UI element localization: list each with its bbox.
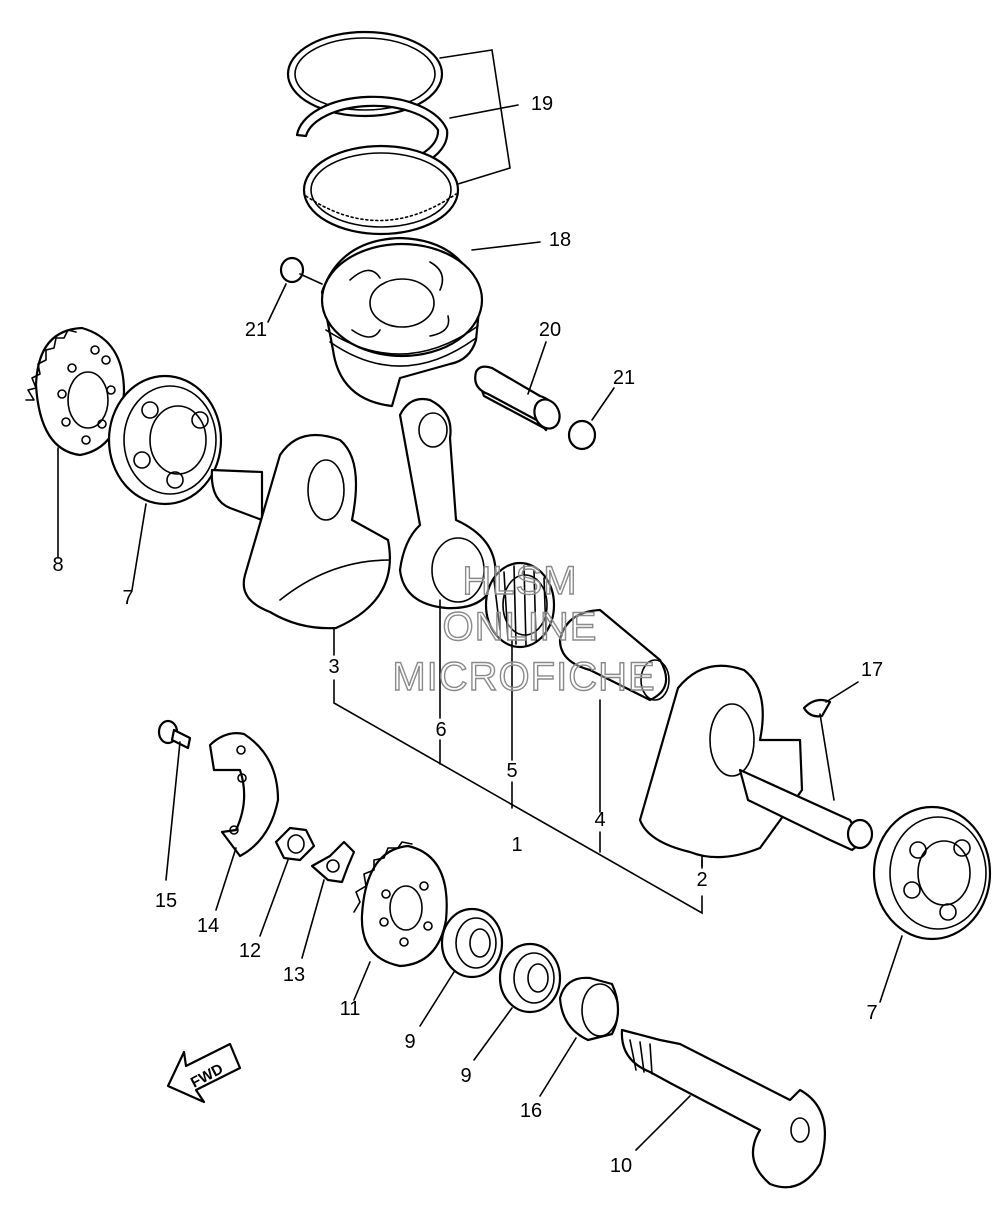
callout-10: 10: [610, 1155, 632, 1177]
circlip-right: [567, 419, 597, 451]
needle-bearing-16: [558, 976, 620, 1042]
watermark-line-2: ONLINE: [443, 605, 598, 649]
crank-pin: [558, 608, 670, 702]
watermark-line-1: HLSM: [462, 559, 577, 603]
callout-20: 20: [539, 319, 561, 341]
callout-7: 7: [866, 1002, 877, 1024]
piston-pin: [474, 365, 561, 432]
bearing-9-lower: [498, 942, 562, 1014]
callout-9: 9: [404, 1031, 415, 1053]
piston-rings: [286, 30, 460, 236]
bearing-7-left: [107, 374, 223, 506]
gear-8: [25, 326, 126, 457]
callout-2: 2: [696, 869, 707, 891]
callout-7: 7: [122, 587, 133, 609]
callout-17: 17: [861, 659, 883, 681]
bolt: [157, 719, 192, 750]
callout-3: 3: [328, 656, 339, 678]
callout-21: 21: [245, 319, 267, 341]
woodruff-key: [802, 698, 832, 718]
callout-19: 19: [531, 93, 553, 115]
callout-13: 13: [283, 964, 305, 986]
callout-15: 15: [155, 890, 177, 912]
crank-right: [638, 664, 874, 859]
piston: [320, 236, 484, 408]
crank-left: [210, 433, 391, 630]
bearing-7-right: [872, 805, 992, 941]
circlip-left: [279, 256, 305, 284]
balancer-shaft: [620, 1028, 827, 1189]
callout-4: 4: [594, 809, 605, 831]
leader-lines: [57, 49, 903, 1151]
callout-21: 21: [613, 367, 635, 389]
callouts: 19 18 21 20 21 8 7 3 6 5 4 1 17 2 7 15 1…: [52, 93, 883, 1177]
balancer-gear: [353, 841, 448, 968]
callout-9: 9: [460, 1065, 471, 1087]
callout-16: 16: [520, 1100, 542, 1122]
callout-6: 6: [435, 719, 446, 741]
bearing-9-upper: [440, 907, 504, 979]
callout-14: 14: [197, 915, 219, 937]
nut: [274, 826, 316, 862]
fwd-arrow-icon: FWD: [166, 1042, 242, 1104]
callout-1: 1: [511, 834, 522, 856]
watermark: HLSM ONLINE MICROFICHE: [392, 558, 656, 699]
callout-8: 8: [52, 554, 63, 576]
callout-5: 5: [506, 760, 517, 782]
callout-18: 18: [549, 229, 571, 251]
lock-washer: [310, 840, 356, 884]
watermark-line-3: MICROFICHE: [392, 655, 655, 699]
callout-11: 11: [340, 998, 361, 1020]
needle-bearing-5: [484, 561, 556, 649]
callout-12: 12: [239, 940, 261, 962]
balancer-weight: [208, 732, 280, 858]
